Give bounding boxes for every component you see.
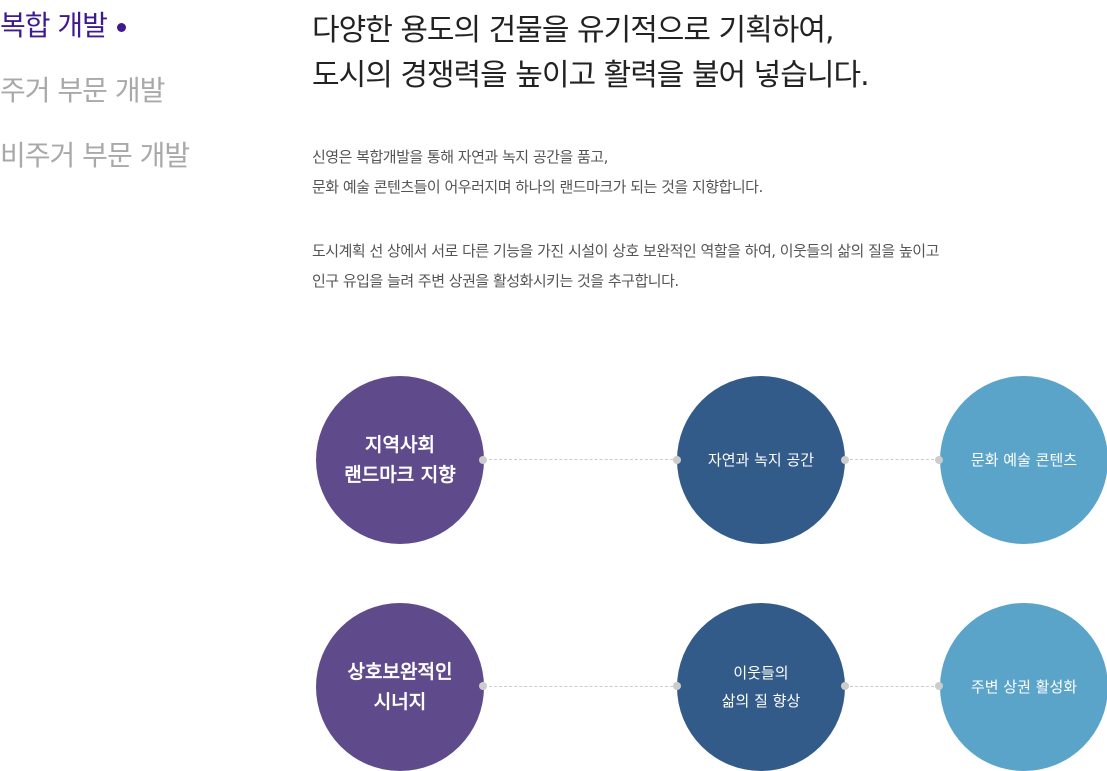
connector-line: [484, 459, 678, 460]
circle-synergy: 상호보완적인 시너지: [316, 603, 484, 771]
node-dot: [673, 456, 681, 464]
circle-landmark: 지역사회 랜드마크 지향: [316, 376, 484, 544]
nav-item-residential[interactable]: 주거 부문 개발: [0, 74, 165, 107]
description-1: 신영은 복합개발을 통해 자연과 녹지 공간을 품고,문화 예술 콘텐츠들이 어…: [312, 148, 763, 196]
node-dot: [935, 456, 943, 464]
category-nav: 복합 개발 주거 부문 개발 비주거 부문 개발: [0, 4, 190, 199]
nav-item-non-residential[interactable]: 비주거 부문 개발: [0, 139, 190, 172]
node-dot: [935, 682, 943, 690]
node-dot: [673, 682, 681, 690]
circle-commerce: 주변 상권 활성화: [940, 603, 1107, 771]
circle-culture: 문화 예술 콘텐츠: [940, 376, 1107, 544]
circle-nature: 자연과 녹지 공간: [677, 376, 845, 544]
node-dot: [841, 682, 849, 690]
node-dot: [841, 456, 849, 464]
connector-line: [845, 686, 939, 687]
page-title: 다양한 용도의 건물을 유기적으로 기획하여,도시의 경쟁력을 높이고 활력을 …: [312, 13, 870, 93]
circle-quality-of-life: 이웃들의 삶의 질 향상: [677, 603, 845, 771]
connector-line: [484, 686, 678, 687]
nav-item-mixed-development[interactable]: 복합 개발: [0, 4, 189, 69]
active-dot-icon: [116, 22, 126, 32]
connector-line: [845, 459, 939, 460]
node-dot: [479, 682, 487, 690]
description-2: 도시계획 선 상에서 서로 다른 기능을 가진 시설이 상호 보완적인 역할을 …: [312, 242, 939, 290]
node-dot: [479, 456, 487, 464]
